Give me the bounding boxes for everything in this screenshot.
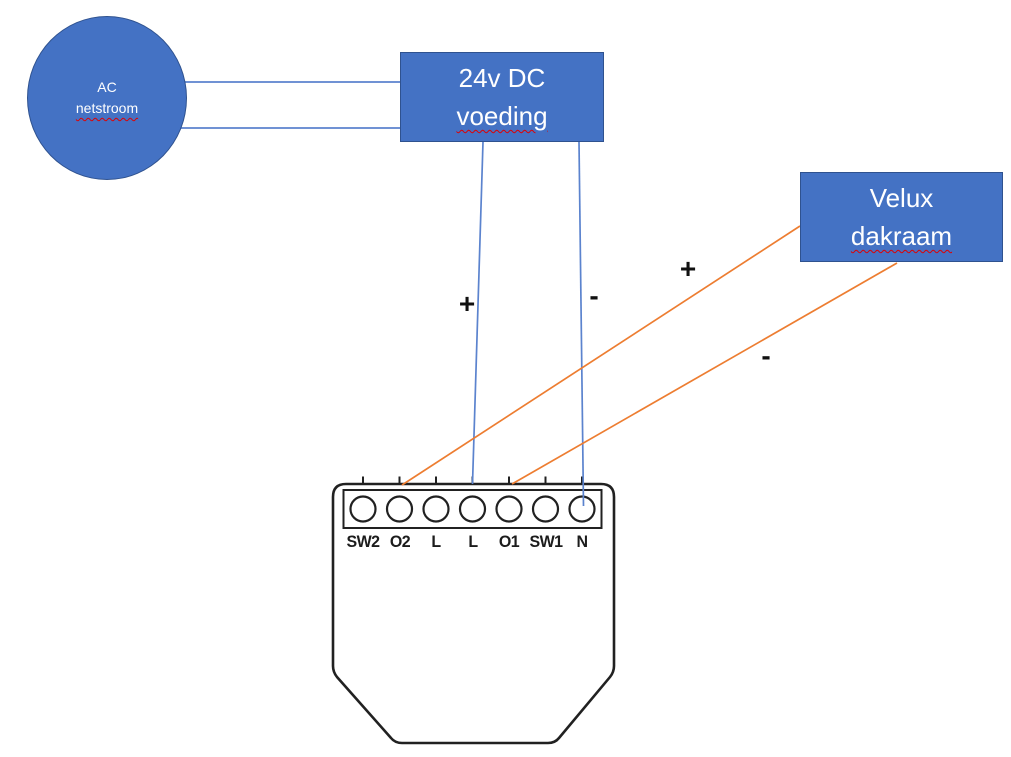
terminal-label-l2: L xyxy=(467,532,478,551)
relay-module-body xyxy=(331,482,616,745)
polarity-dc-minus: - xyxy=(589,280,599,311)
wire-o1-to-velux-minus xyxy=(511,262,898,485)
node-roof-window: Velux dakraam xyxy=(800,172,1003,262)
terminal-label-o1: O1 xyxy=(498,532,520,551)
wire-psu-plus-to-L xyxy=(471,141,484,485)
ac-source-label-line2: netstroom xyxy=(75,100,139,116)
terminal-label-sw2: SW2 xyxy=(346,532,381,551)
roof-window-label-line1: Velux xyxy=(869,183,934,213)
ac-source-label-line1: AC xyxy=(97,79,117,95)
polarity-motor-minus: - xyxy=(761,340,771,371)
terminal-label-l1: L xyxy=(431,532,441,551)
wire-psu-minus-to-N xyxy=(578,141,585,507)
terminal-hole-sw2 xyxy=(349,495,377,523)
terminal-hole-n xyxy=(568,495,596,523)
terminal-label-n: N xyxy=(576,532,589,551)
power-supply-label-line2: voeding xyxy=(456,101,548,131)
relay-module xyxy=(331,476,616,745)
terminal-hole-l1 xyxy=(422,495,450,523)
terminal-label-sw1: SW1 xyxy=(529,532,563,551)
power-supply-label-line1: 24v DC xyxy=(458,63,546,93)
polarity-dc-plus: + xyxy=(458,288,476,319)
roof-window-label-line2: dakraam xyxy=(850,221,953,251)
terminal-hole-sw1 xyxy=(531,495,560,523)
terminal-hole-o1 xyxy=(495,495,523,523)
polarity-motor-plus: + xyxy=(679,253,697,284)
wire-o2-to-velux-plus xyxy=(401,225,801,486)
terminal-hole-l2 xyxy=(458,495,487,523)
node-ac-source: AC netstroom xyxy=(27,16,187,180)
node-power-supply: 24v DC voeding xyxy=(400,52,604,142)
terminal-hole-o2 xyxy=(385,495,414,523)
terminal-label-o2: O2 xyxy=(389,532,410,551)
